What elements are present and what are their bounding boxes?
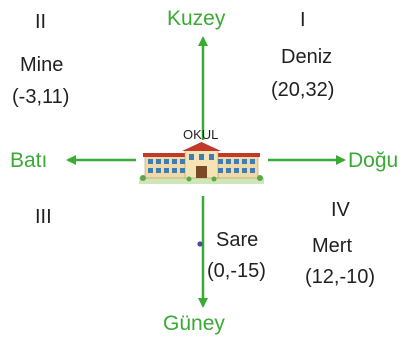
south-label: Güney (163, 312, 225, 335)
quadrant-1-label: I (300, 9, 306, 31)
mine-coords: (-3,11) (12, 86, 70, 108)
school-building-icon (139, 142, 264, 184)
quadrant-2-label: II (35, 11, 47, 33)
mert-coords: (12,-10) (305, 266, 376, 288)
deniz-name: Deniz (281, 46, 333, 68)
north-label: Kuzey (167, 7, 226, 30)
east-label: Doğu (348, 149, 399, 172)
school-label: OKUL (183, 127, 219, 142)
sare-name: Sare (216, 229, 259, 251)
mine-name: Mine (20, 54, 64, 76)
sare-coords: (0,-15) (207, 260, 266, 282)
quadrant-3-label: III (35, 206, 52, 228)
quadrant-4-label: IV (331, 199, 350, 221)
west-label: Batı (10, 149, 48, 172)
mert-name: Mert (312, 235, 352, 257)
deniz-coords: (20,32) (271, 79, 335, 101)
sare-point (197, 241, 203, 247)
